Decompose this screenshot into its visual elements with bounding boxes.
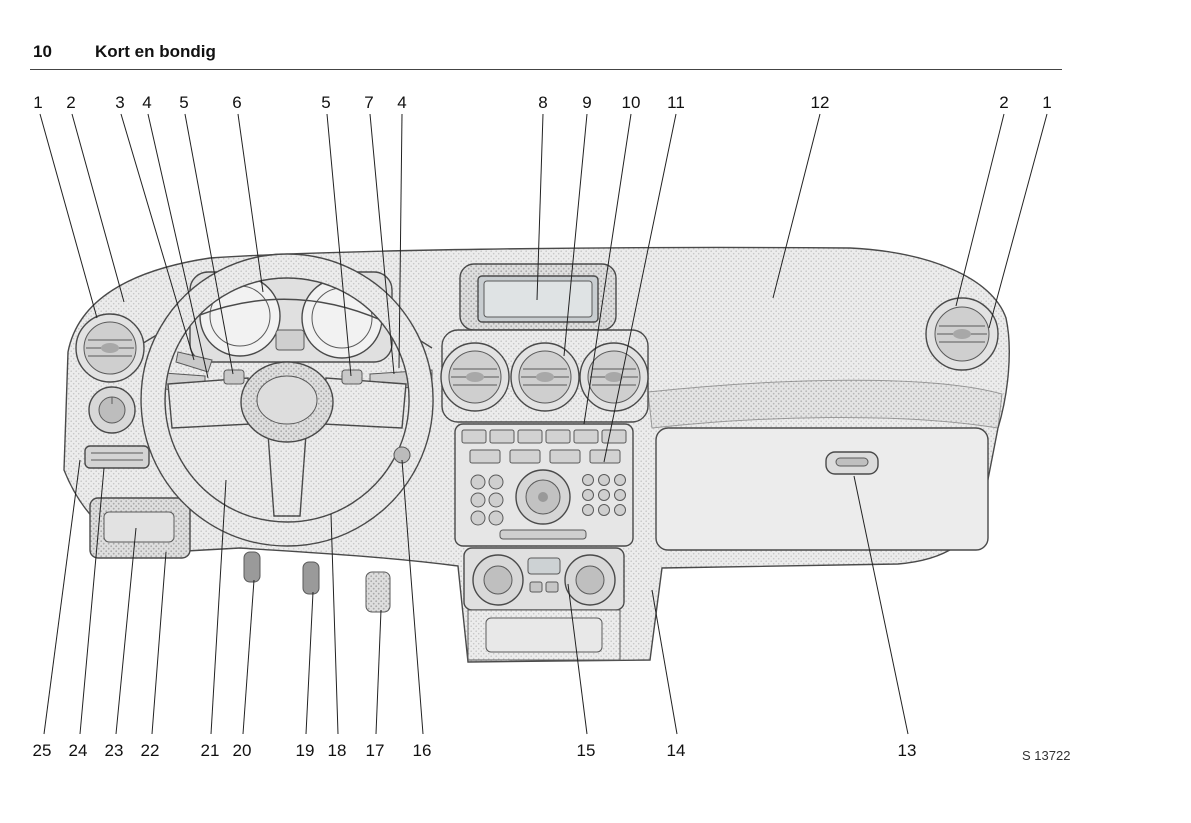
side-slot-vent [84, 445, 150, 469]
callout-numbers-bottom: 25 24 23 22 21 20 19 18 17 16 15 14 13 [33, 741, 917, 760]
wheel-spoke-lower [267, 433, 307, 517]
callout-number: 2 [66, 93, 75, 112]
callout-number: 9 [582, 93, 591, 112]
callout-number: 12 [811, 93, 830, 112]
left-air-vent [75, 313, 145, 383]
header-rule [30, 69, 1062, 70]
info-display [459, 263, 617, 331]
page-number: 10 [33, 42, 52, 61]
center-air-vents [440, 329, 649, 423]
center-vent-left [440, 342, 510, 412]
page-title: Kort en bondig [95, 42, 216, 61]
callout-number: 19 [296, 741, 315, 760]
fusebox-storage [89, 497, 191, 559]
figure-code: S 13722 [1022, 748, 1070, 763]
radio-panel [454, 423, 634, 547]
bonnet-release-lever [243, 551, 261, 583]
center-vent-right [579, 342, 649, 412]
callout-number: 22 [141, 741, 160, 760]
callout-number: 24 [69, 741, 88, 760]
callout-number: 7 [364, 93, 373, 112]
lower-console [467, 609, 621, 661]
callout-number: 11 [667, 93, 685, 112]
callout-number: 6 [232, 93, 241, 112]
wheel-spoke-left [167, 377, 253, 429]
wheel-button-right [341, 369, 363, 385]
callout-number: 3 [115, 93, 124, 112]
callout-number: 13 [898, 741, 917, 760]
callout-number: 10 [622, 93, 641, 112]
callout-number: 23 [105, 741, 124, 760]
wheel-spoke-right [321, 377, 407, 429]
callout-number: 2 [999, 93, 1008, 112]
callout-number: 4 [397, 93, 406, 112]
passenger-dash-seam [647, 379, 1003, 429]
callout-number: 1 [1042, 93, 1051, 112]
parkbrake-pedal [365, 571, 391, 613]
callout-number: 5 [179, 93, 188, 112]
callout-number: 18 [328, 741, 347, 760]
callout-number: 8 [538, 93, 547, 112]
callout-numbers-top: 1 2 3 4 5 6 5 7 4 8 9 10 11 12 2 1 [33, 93, 1051, 112]
dashboard-art [63, 246, 1010, 663]
callout-number: 5 [321, 93, 330, 112]
callout-number: 15 [577, 741, 596, 760]
glove-box [655, 427, 989, 551]
leader-lines [39, 113, 1048, 735]
steering-wheel [140, 253, 434, 547]
callout-number: 25 [33, 741, 52, 760]
callout-number: 20 [233, 741, 252, 760]
callout-number: 17 [366, 741, 385, 760]
diagnostic-lever [302, 561, 320, 595]
callout-number: 21 [201, 741, 220, 760]
steering-adjust-lever [175, 351, 213, 373]
callout-number: 14 [667, 741, 686, 760]
glove-box-handle [825, 451, 879, 475]
center-vent-middle [510, 342, 580, 412]
climate-panel [463, 547, 625, 611]
callout-number: 4 [142, 93, 151, 112]
callout-number: 1 [33, 93, 42, 112]
right-air-vent [925, 297, 999, 371]
light-switch [88, 386, 136, 434]
wheel-button-left [223, 369, 245, 385]
callout-number: 16 [413, 741, 432, 760]
